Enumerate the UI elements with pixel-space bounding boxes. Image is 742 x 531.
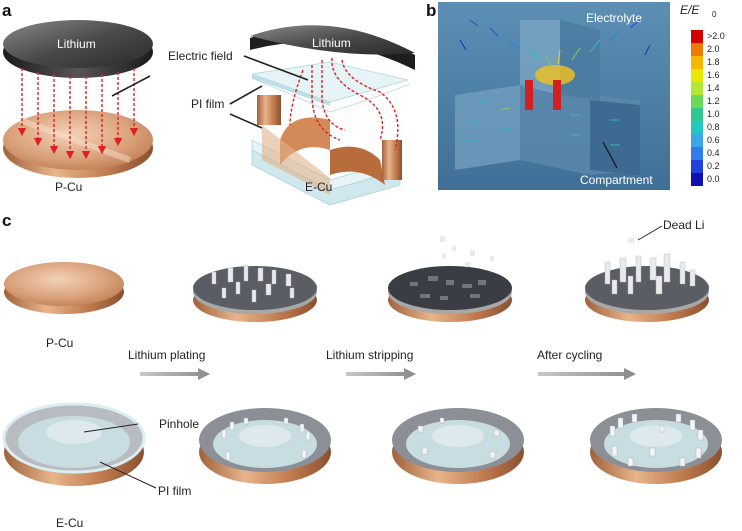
colorbar-swatch <box>691 43 703 56</box>
colorbar-tick-label: 1.0 <box>707 109 720 119</box>
pi-film-label-a: PI film <box>191 97 224 111</box>
colorbar-title-subscript: 0 <box>712 10 717 19</box>
e-cu-exploded-diagram <box>250 25 415 206</box>
arrow-plating <box>140 368 210 380</box>
e-cu-label-a: E-Cu <box>305 180 332 194</box>
panel-label-b: b <box>426 1 436 20</box>
p-cu-cycled-disc <box>585 238 709 322</box>
compartment-label: Compartment <box>580 173 653 187</box>
electric-field-label: Electric field <box>168 49 233 63</box>
colorbar-tick-label: 1.2 <box>707 96 720 106</box>
colorbar: >2.0 2.0 1.8 1.6 1.4 1.2 1.0 0.8 0.6 0.4 0.2 0.0 <box>691 30 725 186</box>
panel-label-c: c <box>2 211 11 230</box>
colorbar-tick-label: 1.4 <box>707 83 720 93</box>
pinhole-leader <box>83 423 139 433</box>
colorbar-swatch <box>691 82 703 95</box>
panel-label-a: a <box>2 1 12 20</box>
process-arrows <box>140 368 636 380</box>
step-label-stripping: Lithium stripping <box>326 348 413 362</box>
electric-field-arrows <box>17 68 139 160</box>
p-cu-plated-disc <box>193 264 317 322</box>
colorbar-swatch <box>691 108 703 121</box>
e-cu-cycled-disc <box>590 408 722 484</box>
colorbar-swatch <box>691 147 703 160</box>
electric-field-leader-right <box>243 55 309 81</box>
arrow-cycling <box>538 368 636 380</box>
e-cu-field-lines <box>289 57 399 151</box>
colorbar-tick-label: 0.2 <box>707 161 720 171</box>
pi-film-leader-bottom <box>229 113 263 129</box>
colorbar-swatch <box>691 95 703 108</box>
electric-field-leader-left <box>111 75 151 97</box>
field-simulation-render <box>438 2 670 190</box>
pinhole-label: Pinhole <box>159 417 199 431</box>
p-cu-stripped-disc <box>388 236 512 322</box>
colorbar-tick-label: 2.0 <box>707 44 720 54</box>
lithium-label-left: Lithium <box>57 37 96 51</box>
colorbar-swatch <box>691 173 703 186</box>
p-cu-label-a: P-Cu <box>55 180 82 194</box>
colorbar-tick-label: >2.0 <box>707 31 725 41</box>
p-cu-exploded-diagram <box>3 20 153 178</box>
colorbar-tick-label: 0.4 <box>707 148 720 158</box>
colorbar-swatch <box>691 134 703 147</box>
colorbar-swatch <box>691 69 703 82</box>
lithium-label-right: Lithium <box>312 36 351 50</box>
colorbar-tick-label: 0.8 <box>707 122 720 132</box>
step-label-cycling: After cycling <box>537 348 602 362</box>
electrolyte-label: Electrolyte <box>586 11 642 25</box>
pi-film-label-c: PI film <box>158 484 191 498</box>
field-vector-arrows <box>459 19 651 146</box>
p-cu-label-c: P-Cu <box>46 336 73 350</box>
e-cu-stripped-disc <box>392 408 524 484</box>
dead-li-leader <box>637 225 663 241</box>
colorbar-tick-label: 0.0 <box>707 174 720 184</box>
p-cu-bare-disc <box>4 262 124 314</box>
colorbar-tick-label: 0.6 <box>707 135 720 145</box>
e-cu-plated-disc <box>199 408 331 484</box>
pi-film-leader-top <box>229 85 263 105</box>
colorbar-swatch <box>691 30 703 43</box>
colorbar-tick-label: 1.6 <box>707 70 720 80</box>
colorbar-tick-label: 1.8 <box>707 57 720 67</box>
colorbar-swatch <box>691 160 703 173</box>
e-cu-bare-disc <box>2 402 146 486</box>
colorbar-swatch <box>691 121 703 134</box>
arrow-stripping <box>346 368 416 380</box>
dead-li-label: Dead Li <box>663 218 704 232</box>
pi-film-leader-c <box>99 461 157 489</box>
colorbar-title: E/E <box>680 3 700 17</box>
e-cu-label-c: E-Cu <box>56 516 83 530</box>
lithium-disc-top <box>3 20 153 68</box>
colorbar-swatch <box>691 56 703 69</box>
step-label-plating: Lithium plating <box>128 348 205 362</box>
